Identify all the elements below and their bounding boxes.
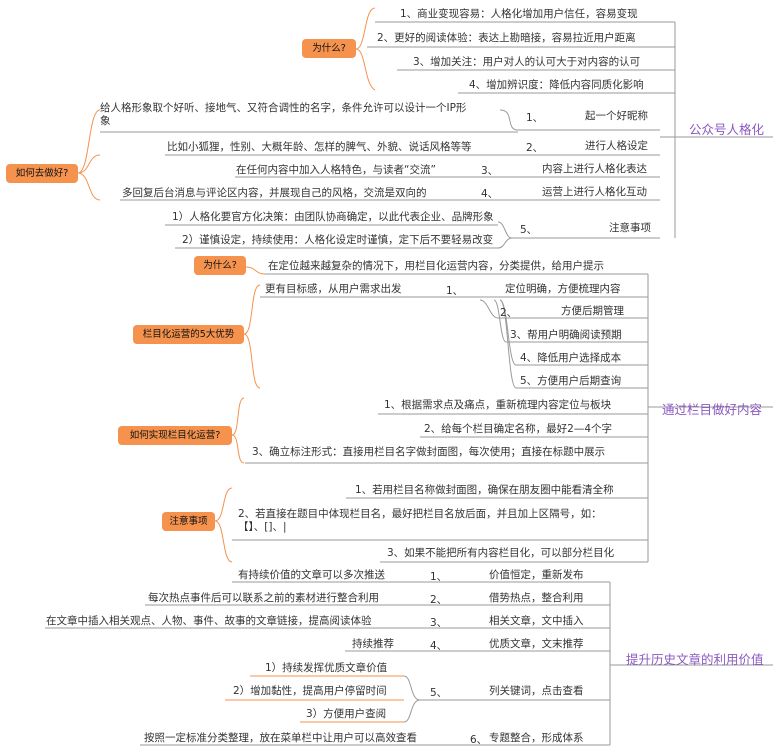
- notes-tag: 注意事项: [162, 512, 215, 531]
- hist-detail-3: 在文章中插入相关观点、人物、事件、故事的文章链接，提高阅读体验: [46, 615, 372, 627]
- hist-num-4: 4、: [430, 640, 448, 652]
- hist-label-5: 列关键词，点击查看: [489, 685, 584, 697]
- note-2: 2）谨慎设定，持续使用：人格化设定时谨慎，定下后不要轻易改变: [182, 234, 494, 246]
- why-item-2: 2、更好的阅读体验：表达上勘暗接，容易拉近用户距离: [377, 32, 636, 44]
- how-col-1: 1、根据需求点及痛点，重新梳理内容定位与板块: [384, 399, 612, 411]
- how-num-1: 1、: [526, 112, 544, 124]
- hist-sub-1: 1）持续发挥优质文章价值: [265, 662, 388, 674]
- hist-detail-6: 按照一定标准分类整理，放在菜单栏中让用户可以高效查看: [144, 732, 417, 744]
- why-text-2: 在定位越来越复杂的情况下，用栏目化运营内容，分类提供，给用户提示: [268, 260, 604, 272]
- adv-num-2: 2、: [500, 307, 518, 319]
- how-col-2: 2、给每个栏目确定名称，最好2—4个字: [424, 423, 613, 435]
- hist-num-6: 6、: [470, 734, 488, 746]
- how-num-2: 2、: [526, 142, 544, 154]
- hist-label-3: 相关文章，文中插入: [489, 615, 584, 627]
- why-item-1: 1、商业变现容易：人格化增加用户信任，容易变现: [400, 8, 638, 20]
- how-num-3: 3、: [481, 165, 499, 177]
- how-detail-1: 给人格形象取个好听、接地气、又符合调性的名字，条件允许可以设计一个IP形象: [100, 102, 467, 127]
- advantages-tag: 栏目化运营的5大优势: [133, 325, 244, 344]
- topic-columns: 通过栏目做好内容: [662, 402, 763, 417]
- why-tag-1: 为什么?: [302, 39, 356, 58]
- how-detail-3: 在任何内容中加入人格特色，与读者“交流”: [236, 164, 436, 176]
- why-tag-2: 为什么?: [194, 256, 246, 275]
- why-item-3: 3、增加关注：用户对人的认可大于对内容的认可: [413, 56, 641, 68]
- col-note-1: 1、若用栏目名称做封面图，确保在朋友圈中能看清全称: [355, 484, 614, 496]
- adv-detail: 更有目标感，从用户需求出发: [265, 283, 402, 295]
- note-1: 1）人格化要官方化决策：由团队协商确定，以此代表企业、品牌形象: [172, 211, 494, 223]
- topic-history: 提升历史文章的利用价值: [626, 652, 764, 667]
- s1-connectors: [77, 7, 773, 249]
- col-note-2: 2、若直接在题目中体现栏目名，最好把栏目名放后面，并且加上区隔号，如：【】、[]…: [238, 508, 602, 533]
- how-col-3: 3、确立标注形式：直接用栏目名字做封面图，每次使用；直接在标题中展示: [252, 446, 606, 458]
- adv-item-4: 4、降低用户选择成本: [520, 352, 622, 364]
- why-item-4: 4、增加辨识度：降低内容同质化影响: [469, 79, 644, 91]
- how-label-2: 进行人格设定: [585, 140, 648, 152]
- adv-item-1: 定位明确，方便梳理内容: [505, 283, 621, 295]
- hist-num-5: 5、: [430, 687, 448, 699]
- how-tag: 如何去做好?: [6, 164, 78, 183]
- col-note-3: 3、如果不能把所有内容栏目化，可以部分栏目化: [387, 547, 615, 559]
- adv-item-2: 方便后期管理: [561, 305, 624, 317]
- adv-item-5: 5、方便用户后期查询: [520, 375, 622, 387]
- hist-label-6: 专题整合，形成体系: [489, 732, 584, 744]
- hist-sub-3: 3）方便用户查阅: [306, 708, 387, 720]
- hist-num-3: 3、: [430, 617, 448, 629]
- hist-num-2: 2、: [430, 594, 448, 606]
- s3-connectors: [45, 581, 773, 746]
- hist-label-2: 借势热点，整合利用: [489, 592, 584, 604]
- how-columns-tag: 如何实现栏目化运营?: [118, 426, 232, 445]
- hist-num-1: 1、: [430, 571, 448, 583]
- s2-connectors: [214, 266, 773, 563]
- how-num-5: 5、: [520, 224, 538, 236]
- how-label-3: 内容上进行人格化表达: [542, 163, 647, 175]
- hist-detail-4: 持续推荐: [352, 638, 394, 650]
- hist-detail-2: 每次热点事件后可以联系之前的素材进行整合利用: [148, 592, 379, 604]
- how-label-4: 运营上进行人格化互动: [542, 186, 647, 198]
- adv-item-3: 3、帮用户明确阅读预期: [510, 329, 622, 341]
- how-num-4: 4、: [481, 188, 499, 200]
- hist-label-1: 价值恒定，重新发布: [489, 569, 584, 581]
- how-label-5: 注意事项: [609, 222, 651, 234]
- hist-label-4: 优质文章，文末推荐: [489, 638, 584, 650]
- hist-detail-1: 有持续价值的文章可以多次推送: [238, 569, 385, 581]
- how-detail-4: 多回复后台消息与评论区内容，并展现自己的风格，交流是双向的: [122, 187, 427, 199]
- hist-sub-2: 2）增加黏性，提高用户停留时间: [233, 685, 387, 697]
- adv-num-1: 1、: [446, 285, 464, 297]
- how-label-1: 起一个好昵称: [585, 110, 648, 122]
- topic-persona: 公众号人格化: [689, 122, 765, 137]
- how-detail-2: 比如小狐狸，性别、大概年龄、怎样的脾气、外貌、说话风格等等: [167, 141, 472, 153]
